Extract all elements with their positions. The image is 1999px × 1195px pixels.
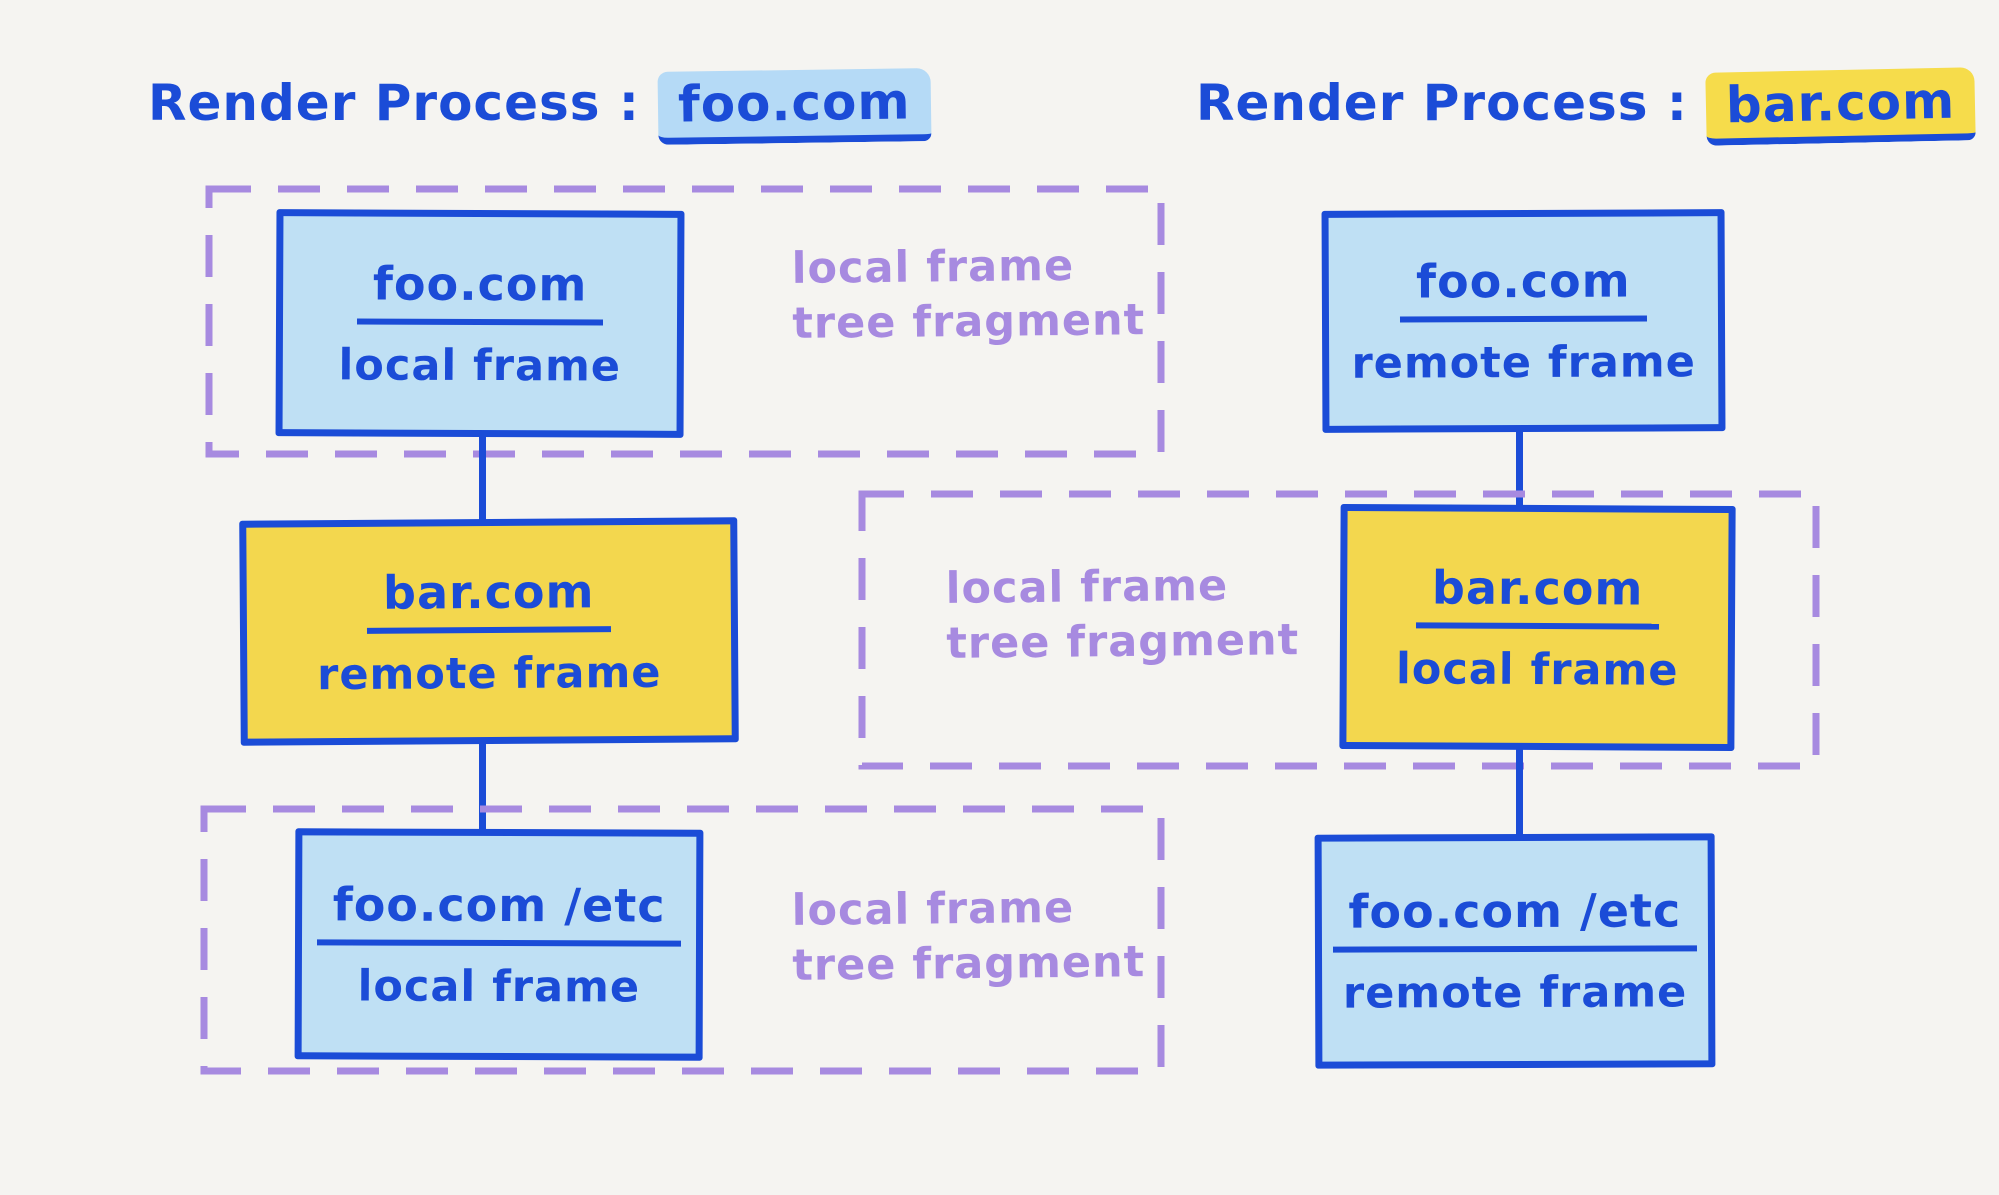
node-domain: foo.com /etc [1332,883,1698,953]
fragment-label-left-bottom: local frame tree fragment [791,880,1145,994]
frame-tree-fragment-box-right-middle [858,490,1820,770]
node-kind: local frame [338,339,622,392]
frame-node-bar-remote: bar.com remote frame [239,517,739,746]
frame-node-bar-local: bar.com local frame [1339,503,1736,752]
fragment-label-left-top: local frame tree fragment [791,238,1145,352]
fragment-label-line: tree fragment [792,295,1146,349]
node-domain: foo.com [356,255,604,326]
title-prefix: Render Process : [1196,74,1688,132]
node-kind: local frame [1395,643,1679,696]
frame-tree-fragment-box-left-top [205,185,1165,458]
fragment-label-line: local frame [791,240,1075,294]
node-domain: bar.com [366,563,611,634]
node-kind: remote frame [1351,337,1696,389]
dashed-rect [205,185,1165,458]
frame-node-fooetc-remote: foo.com /etc remote frame [1314,833,1716,1069]
node-domain: bar.com [1415,559,1660,630]
fragment-label-line: tree fragment [792,937,1146,991]
fragment-label-right-middle: local frame tree fragment [945,558,1299,672]
tree-edge-left-top [479,434,486,522]
node-kind: remote frame [316,647,662,700]
dashed-rect [858,490,1820,770]
frame-node-foo-local: foo.com local frame [275,209,685,438]
title-prefix: Render Process : [148,74,640,132]
frame-node-fooetc-local: foo.com /etc local frame [294,828,704,1061]
node-domain: foo.com /etc [316,876,682,947]
fragment-label-line: local frame [945,560,1229,614]
tree-edge-right-bottom [1516,747,1523,837]
node-kind: remote frame [1342,967,1688,1019]
node-kind: local frame [357,961,641,1012]
render-process-title-bar: Render Process : bar.com [1196,67,1976,146]
fragment-label-line: local frame [791,882,1075,936]
frame-node-foo-remote: foo.com remote frame [1321,209,1726,433]
title-domain-highlight-bar: bar.com [1705,67,1976,146]
title-domain-highlight-foo: foo.com [657,68,931,145]
tree-edge-right-top [1516,429,1523,509]
frame-tree-fragment-box-left-bottom [200,805,1165,1075]
tree-edge-left-bottom [479,741,486,832]
node-domain: foo.com [1399,253,1647,323]
fragment-label-line: tree fragment [946,615,1300,669]
dashed-rect [200,805,1165,1075]
render-process-title-foo: Render Process : foo.com [148,68,931,145]
